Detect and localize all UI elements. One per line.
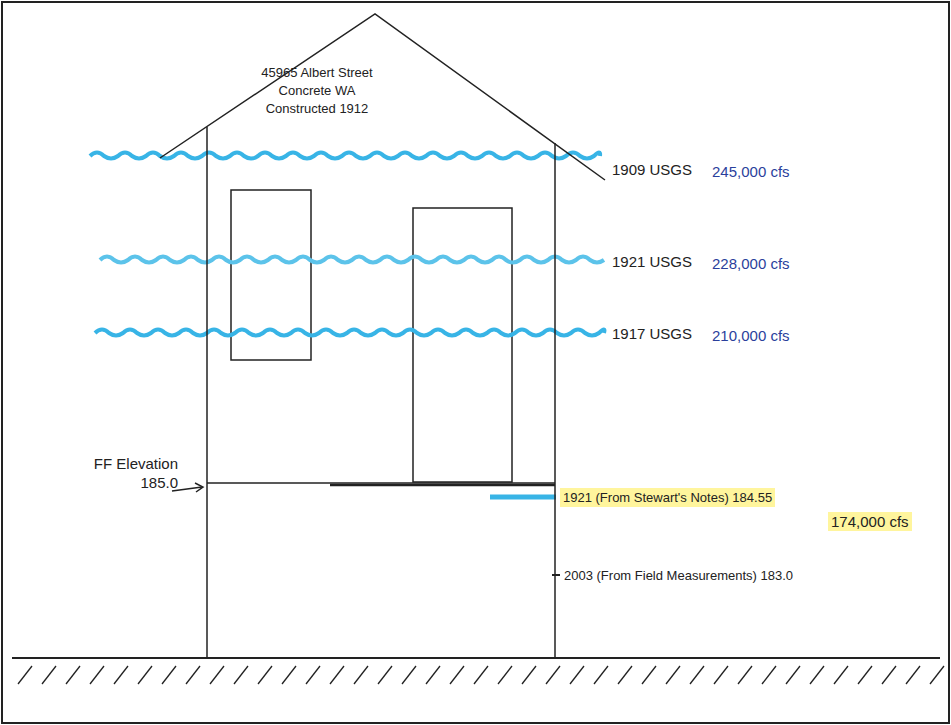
discharge-label: 228,000 cfs (712, 254, 790, 273)
discharge-label: 174,000 cfs (828, 512, 912, 531)
ground-line (12, 657, 940, 659)
finished-floor-line (207, 482, 555, 484)
arrowhead (195, 483, 203, 492)
flood-year-label: 1921 USGS (612, 252, 692, 271)
flood-year-label: 1917 USGS (612, 324, 692, 343)
elevation-label: FF Elevation 185.0 (80, 454, 178, 492)
high-water-note: 1921 (From Stewart's Notes) 184.55 (560, 488, 775, 507)
field-measurement-note: 2003 (From Field Measurements) 183.0 (564, 566, 793, 585)
discharge-label: 245,000 cfs (712, 162, 790, 181)
door (413, 208, 512, 482)
flood-wave-1917 (95, 330, 604, 336)
flood-wave-1921 (100, 257, 604, 263)
address-note: 45965 Albert Street Concrete WA Construc… (251, 64, 383, 118)
house-outline (160, 14, 605, 658)
flood-year-label: 1909 USGS (612, 160, 692, 179)
house: 45965 Albert Street Concrete WA Construc… (160, 14, 605, 658)
stewart-water-mark (490, 495, 556, 500)
finished-floor-line (330, 484, 555, 487)
window (231, 190, 311, 360)
field-measurement-tick (552, 574, 560, 576)
ground-hatch (18, 666, 944, 684)
discharge-label: 210,000 cfs (712, 326, 790, 345)
